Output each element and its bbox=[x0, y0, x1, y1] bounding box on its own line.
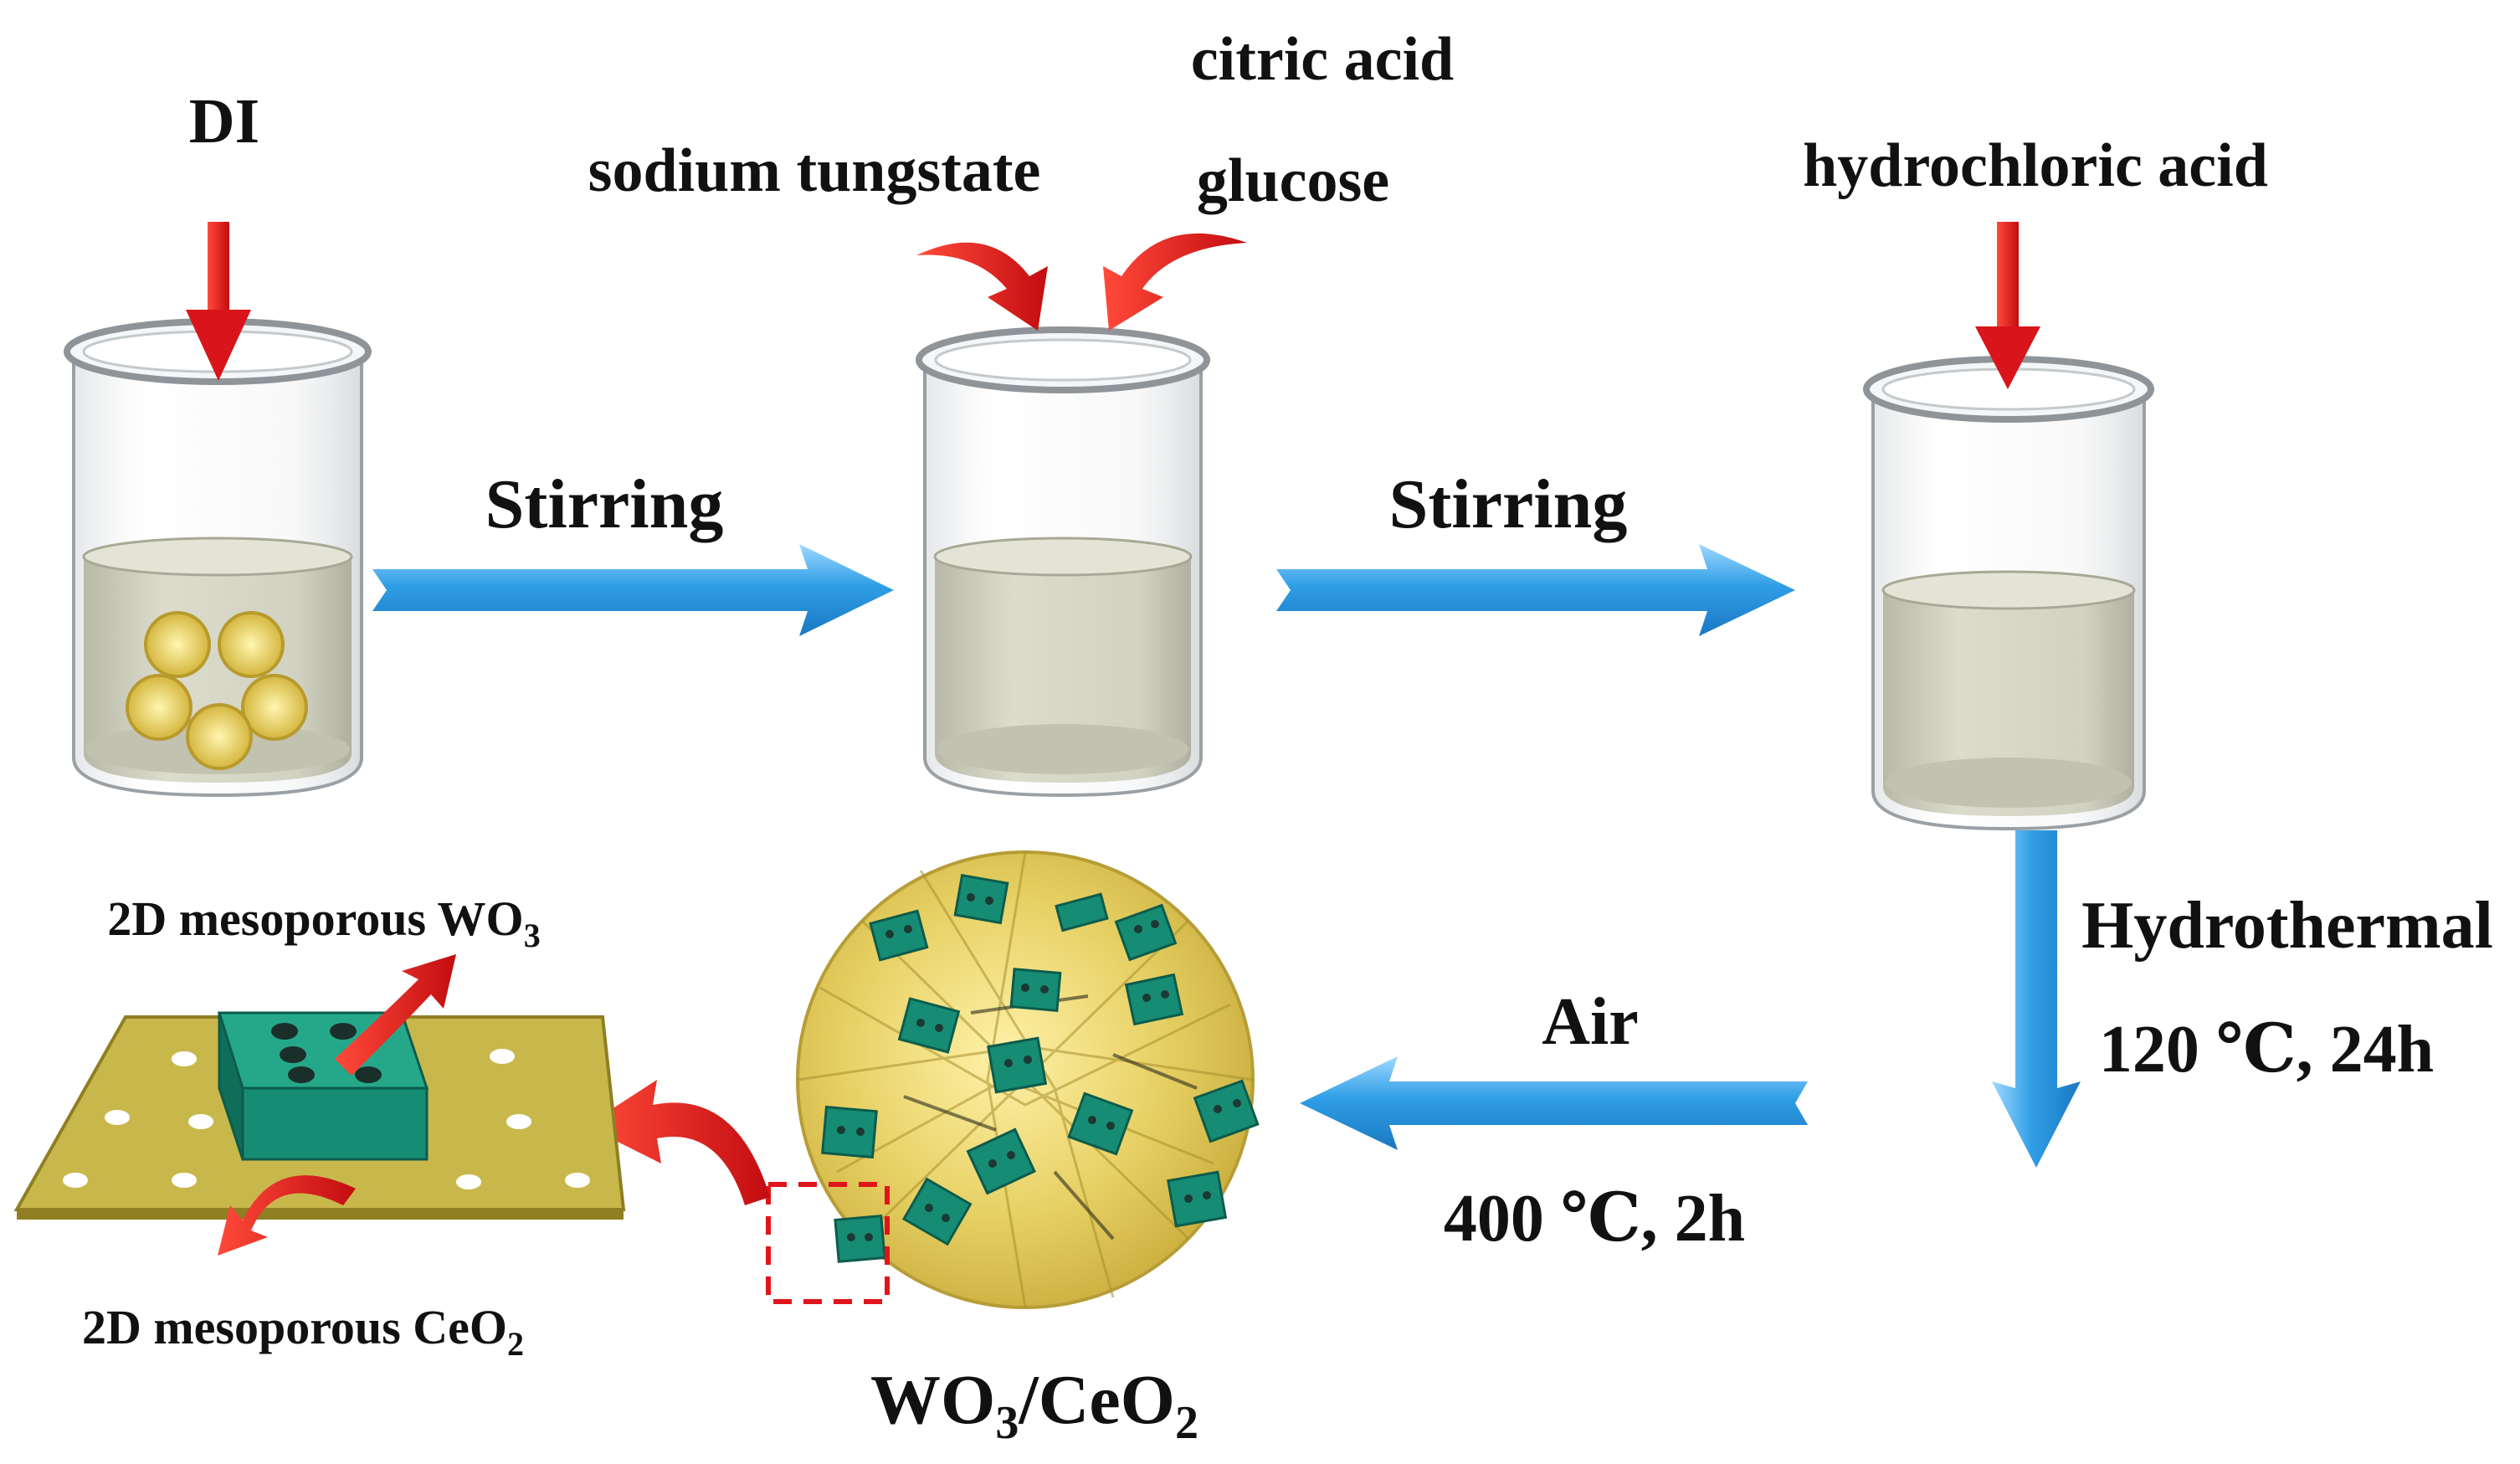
stirring-arrow-1 bbox=[372, 544, 894, 636]
calcination-arrow bbox=[1300, 1056, 1808, 1150]
label-sodium-tungstate: sodium tungstate bbox=[588, 136, 1041, 205]
reagent-arrow-right bbox=[1103, 233, 1247, 331]
label-hydrothermal-conditions: 120 ℃, 24h bbox=[2099, 1013, 2434, 1086]
label-di: DI bbox=[189, 86, 259, 157]
label-calcination-conditions: 400 ℃, 2h bbox=[1444, 1182, 1745, 1256]
label-hydrothermal: Hydrothermal bbox=[2081, 889, 2493, 963]
beaker-icon bbox=[1863, 356, 2154, 831]
label-air: Air bbox=[1542, 985, 1639, 1059]
label-stirring-1: Stirring bbox=[485, 465, 724, 543]
label-product: WO3/CeO2 bbox=[870, 1361, 1198, 1449]
zoom-arrow bbox=[586, 1080, 770, 1205]
beaker-icon bbox=[916, 326, 1210, 798]
label-ceo2-layer: 2D mesoporous CeO2 bbox=[82, 1300, 524, 1363]
wo3-plate-icon bbox=[821, 873, 1260, 1263]
flower-particle-icon bbox=[126, 611, 308, 770]
label-glucose: glucose bbox=[1197, 146, 1389, 215]
stirring-arrow-2 bbox=[1276, 544, 1795, 636]
wo3-pointer-arrow bbox=[335, 954, 456, 1076]
reagent-arrow-left bbox=[916, 242, 1048, 331]
label-hydrochloric-acid: hydrochloric acid bbox=[1803, 131, 2268, 200]
wo3-plate-pores bbox=[837, 893, 1241, 1241]
ceo2-pointer-arrow bbox=[218, 1175, 356, 1256]
wo3-plate-icon bbox=[217, 1011, 429, 1161]
label-wo3-layer: 2D mesoporous WO3 bbox=[107, 891, 540, 954]
label-stirring-2: Stirring bbox=[1389, 465, 1628, 543]
label-citric-acid: citric acid bbox=[1191, 25, 1454, 94]
hydrothermal-arrow bbox=[1992, 830, 2081, 1168]
hcl-input-arrow bbox=[1975, 222, 2040, 389]
di-input-arrow bbox=[186, 222, 251, 381]
